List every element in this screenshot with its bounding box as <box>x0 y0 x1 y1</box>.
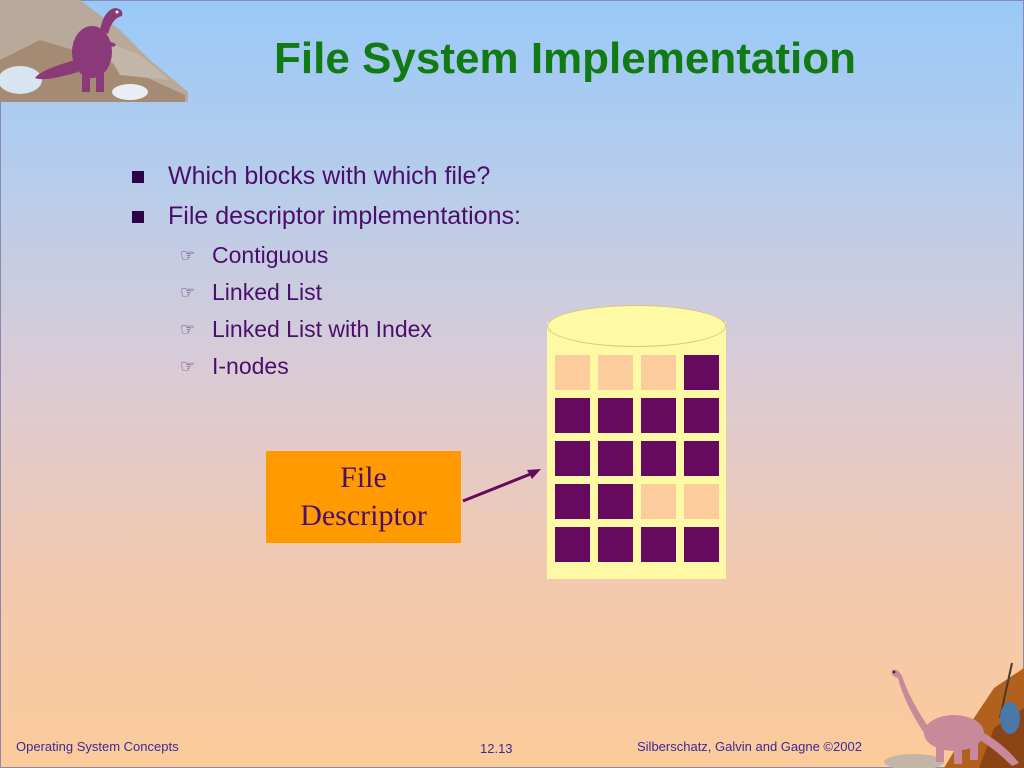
bullet-item: Which blocks with which file? <box>130 160 521 200</box>
used-block <box>684 398 719 433</box>
disk-cylinder <box>540 300 732 585</box>
used-block <box>684 355 719 390</box>
free-block <box>641 484 676 519</box>
bullet-item: File descriptor implementations: <box>130 200 521 240</box>
sub-bullet-item: ☞ I-nodes <box>180 351 432 388</box>
disk-block-grid <box>555 355 719 562</box>
file-descriptor-label-line2: Descriptor <box>300 499 427 532</box>
sub-bullet-item: ☞ Linked List <box>180 277 432 314</box>
footer-authors: Silberschatz, Galvin and Gagne ©2002 <box>637 739 862 754</box>
used-block <box>598 441 633 476</box>
used-block <box>555 527 590 562</box>
free-block <box>555 355 590 390</box>
sub-bullet-text: Contiguous <box>212 242 329 268</box>
used-block <box>555 484 590 519</box>
used-block <box>684 441 719 476</box>
sub-bullet-text: Linked List with Index <box>212 316 432 342</box>
sub-bullet-item: ☞ Linked List with Index <box>180 314 432 351</box>
used-block <box>684 527 719 562</box>
slide-title: File System Implementation <box>274 34 856 83</box>
bullet-list: Which blocks with which file? File descr… <box>130 160 521 240</box>
square-bullet-icon <box>132 211 144 223</box>
bullet-text: File descriptor implementations: <box>168 202 521 230</box>
square-bullet-icon <box>132 171 144 183</box>
used-block <box>598 398 633 433</box>
pointer-arrow <box>462 469 541 503</box>
footer-slide-number: 12.13 <box>480 741 513 756</box>
used-block <box>641 441 676 476</box>
bullet-text: Which blocks with which file? <box>168 162 491 190</box>
pointing-hand-icon: ☞ <box>180 246 196 265</box>
dinosaur-bottom-icon <box>884 662 1024 768</box>
footer-course-name: Operating System Concepts <box>16 739 179 754</box>
used-block <box>598 484 633 519</box>
used-block <box>641 398 676 433</box>
used-block <box>598 527 633 562</box>
sub-bullet-list: ☞ Contiguous ☞ Linked List ☞ Linked List… <box>180 240 432 388</box>
disk-top <box>547 305 726 347</box>
sub-bullet-item: ☞ Contiguous <box>180 240 432 277</box>
sub-bullet-text: Linked List <box>212 279 322 305</box>
free-block <box>598 355 633 390</box>
pointing-hand-icon: ☞ <box>180 357 196 376</box>
free-block <box>684 484 719 519</box>
used-block <box>555 398 590 433</box>
free-block <box>641 355 676 390</box>
file-descriptor-label-line1: File <box>340 461 387 494</box>
pointing-hand-icon: ☞ <box>180 283 196 302</box>
sub-bullet-text: I-nodes <box>212 353 289 379</box>
used-block <box>641 527 676 562</box>
used-block <box>555 441 590 476</box>
dinosaur-top-icon <box>0 0 188 102</box>
pointing-hand-icon: ☞ <box>180 320 196 339</box>
file-descriptor-box: File Descriptor <box>266 451 461 543</box>
